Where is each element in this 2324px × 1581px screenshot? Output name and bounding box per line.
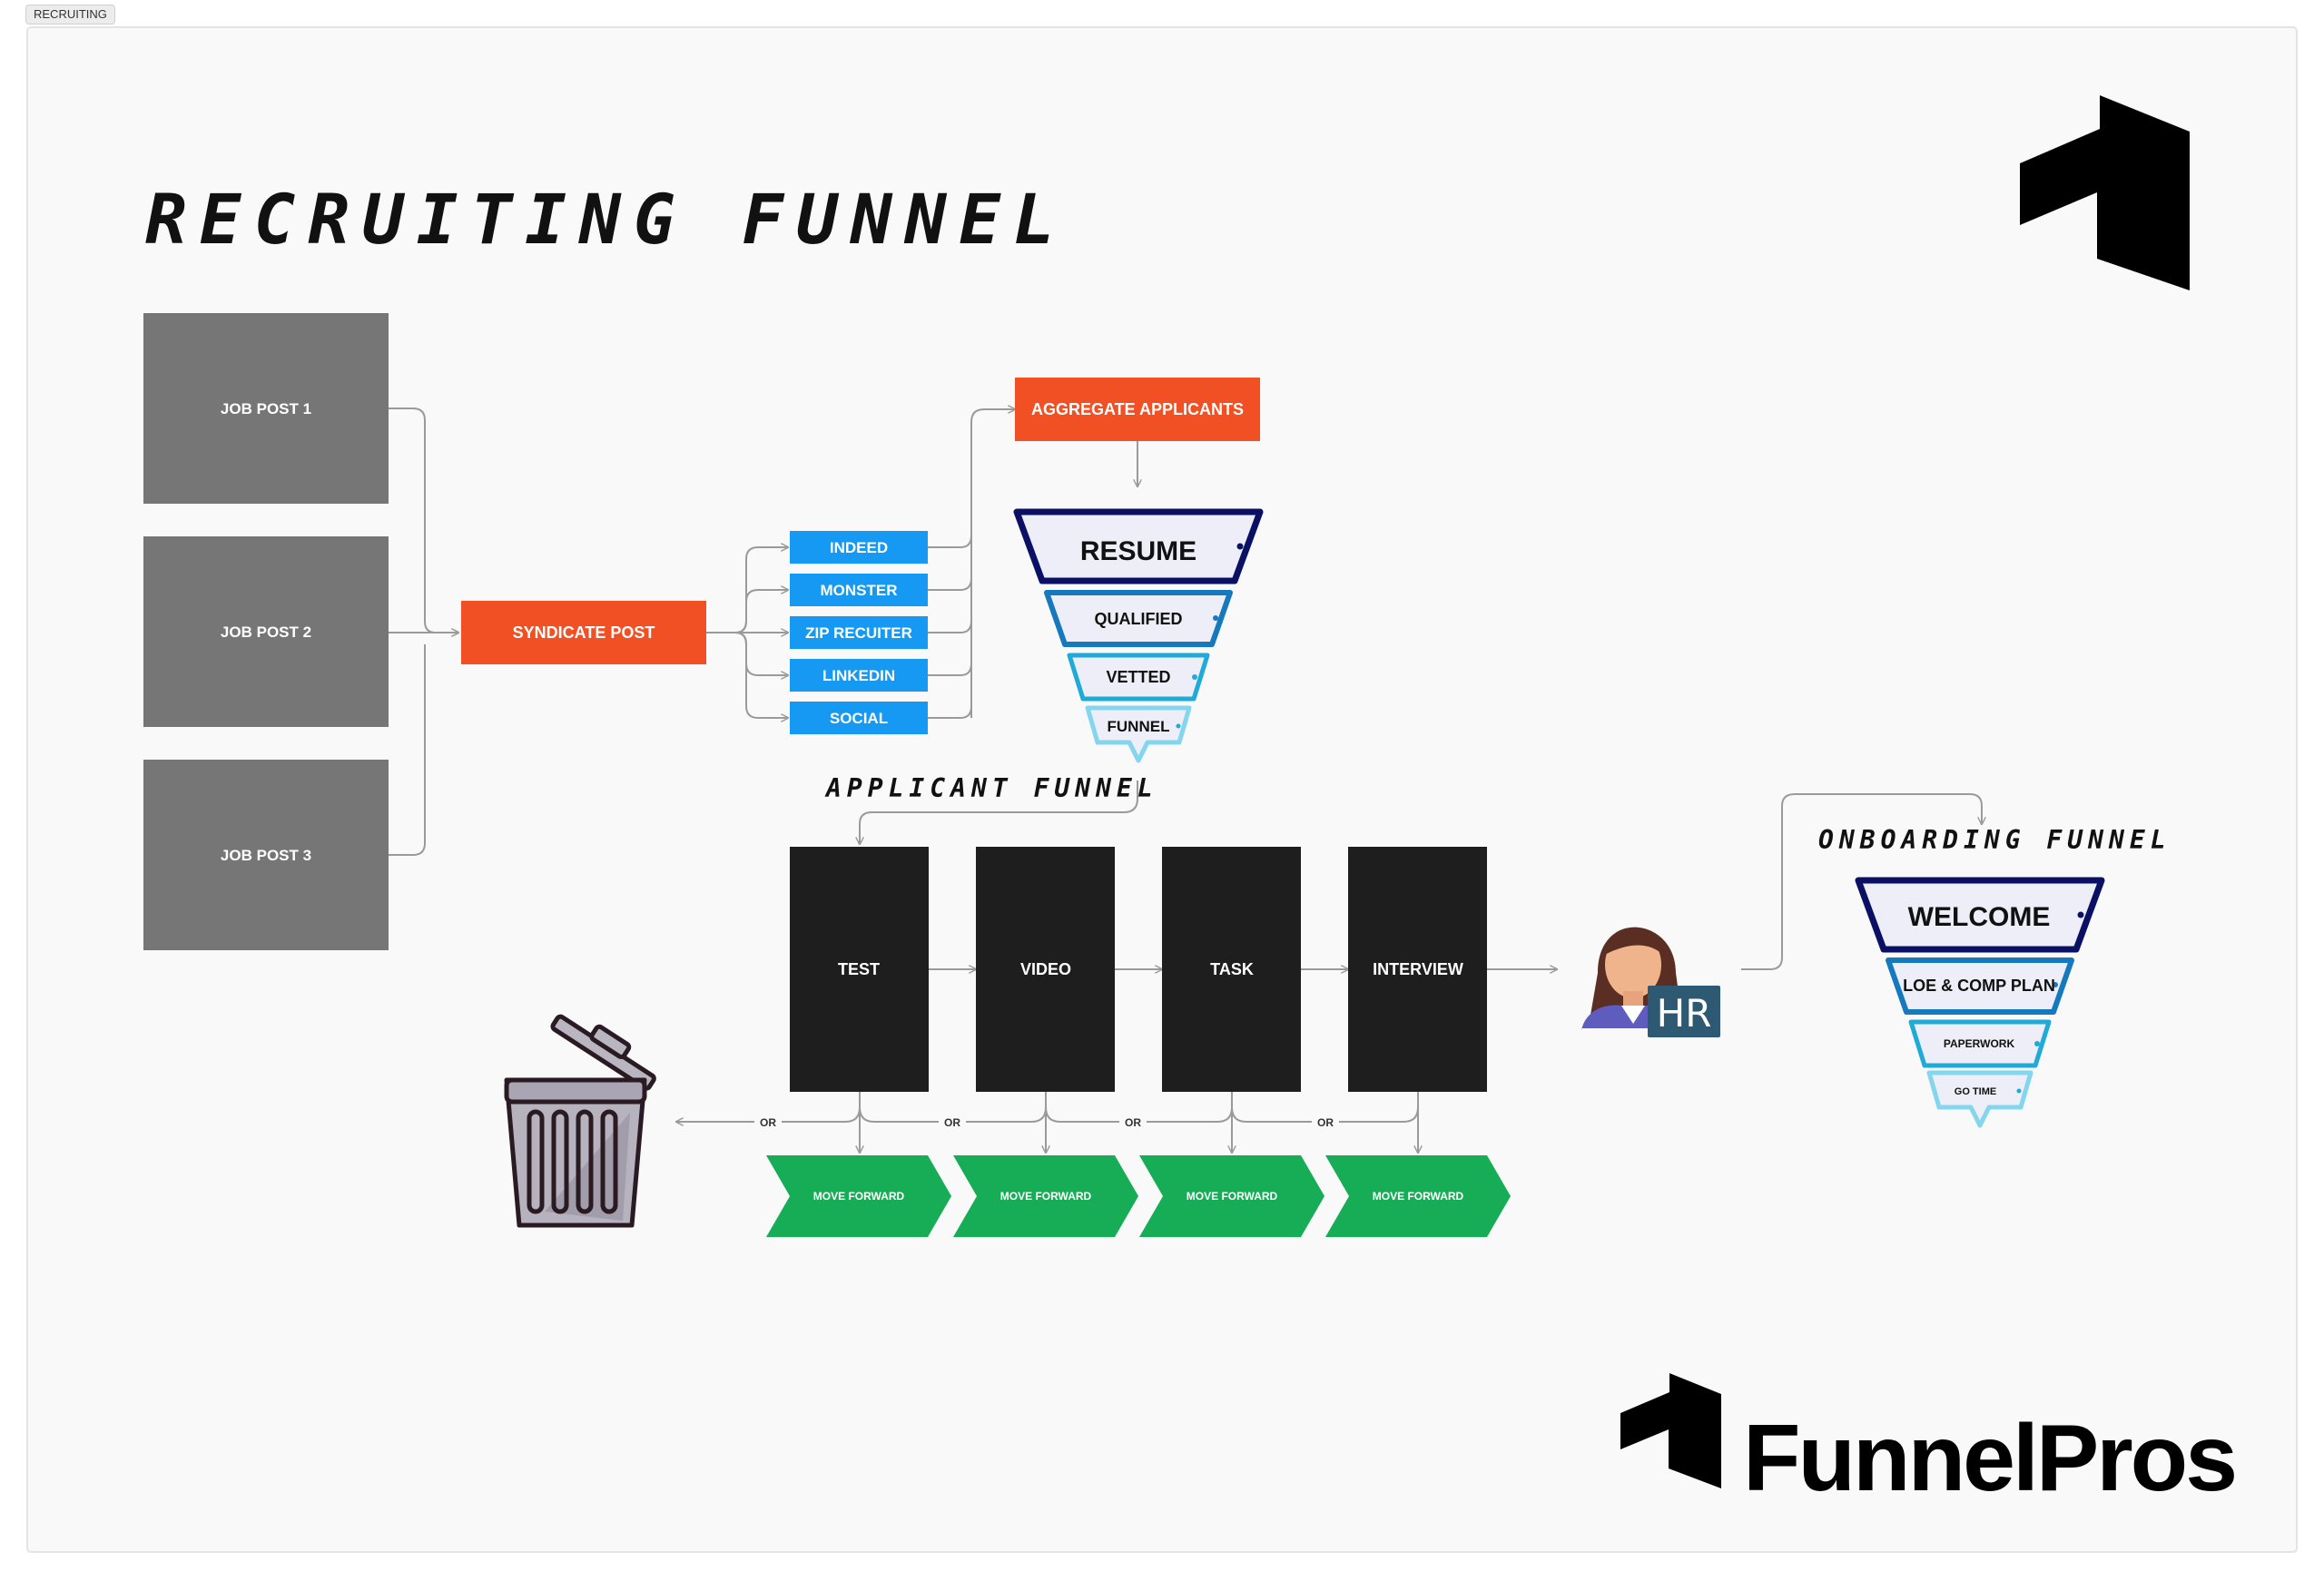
funnel-tier-label: GO TIME [1955,1086,1996,1097]
job-post-label: JOB POST 1 [221,400,311,417]
job-post-2[interactable]: JOB POST 2 [143,536,389,727]
or-label: OR [760,1116,776,1129]
onboarding-funnel-heading: ONBOARDING FUNNEL [1818,825,2171,855]
funnelpros-logo-icon [1620,1373,1721,1488]
or-label: OR [1317,1116,1334,1129]
hr-badge-label: HR [1657,991,1712,1036]
or-label: OR [944,1116,960,1129]
job-board-linkedin[interactable]: LINKEDIN [790,659,928,692]
funnel-tier-funnel[interactable]: FUNNEL [1085,705,1192,763]
funnel-tier-label: RESUME [1080,536,1196,566]
funnel-tier-qualified[interactable]: QUALIFIED [1044,590,1233,647]
move-forward-4[interactable]: MOVE FORWARD [1325,1155,1511,1237]
stage-task[interactable]: TASK [1162,847,1301,1092]
stage-interview[interactable]: INTERVIEW [1348,847,1487,1092]
stage-label: VIDEO [1020,960,1071,978]
or-label: OR [1125,1116,1141,1129]
or-labels: OR OR OR OR [754,1114,1339,1130]
job-post-label: JOB POST 3 [221,847,311,864]
logo-icon [2020,95,2190,290]
move-forward-label: MOVE FORWARD [1373,1190,1464,1203]
funnel-tier-label: WELCOME [1908,902,2051,932]
job-board-social[interactable]: SOCIAL [790,702,928,734]
brand-wordmark: FunnelPros [1743,1406,2235,1511]
job-board-indeed[interactable]: INDEED [790,531,928,564]
aggregate-applicants-node[interactable]: AGGREGATE APPLICANTS [1015,378,1260,441]
hr-badge: HR [1648,986,1720,1037]
move-forward-3[interactable]: MOVE FORWARD [1139,1155,1324,1237]
job-board-label: LINKEDIN [822,667,895,684]
stage-label: INTERVIEW [1373,960,1463,978]
job-post-3[interactable]: JOB POST 3 [143,760,389,950]
job-board-label: INDEED [830,539,888,556]
funnel-tier-label: VETTED [1106,668,1170,686]
syndicate-post-node[interactable]: SYNDICATE POST [461,601,706,664]
job-board-label: MONSTER [821,582,898,599]
funnel-tier-paperwork[interactable]: PAPERWORK [1908,1019,2052,1068]
move-forward-1[interactable]: MOVE FORWARD [766,1155,951,1237]
stage-label: TEST [838,960,880,978]
funnel-tier-go-time[interactable]: GO TIME [1926,1070,2034,1128]
funnel-tier-label: FUNNEL [1108,718,1170,735]
onboarding-funnel: WELCOME LOE & COMP PLAN PAPERWORK GO TIM… [1855,877,2105,1128]
resume-funnel: RESUME QUALIFIED VETTED FUNNEL [1013,508,1264,763]
stage-video[interactable]: VIDEO [976,847,1115,1092]
funnel-tier-loe-comp-plan[interactable]: LOE & COMP PLAN [1886,957,2074,1015]
syndicate-post-label: SYNDICATE POST [513,624,655,642]
job-board-monster[interactable]: MONSTER [790,574,928,606]
move-forward-label: MOVE FORWARD [813,1190,905,1203]
job-board-label: SOCIAL [830,710,888,727]
job-post-1[interactable]: JOB POST 1 [143,313,389,504]
job-board-label: ZIP RECUITER [805,624,912,642]
move-forward-label: MOVE FORWARD [1187,1190,1278,1203]
job-board-ziprecruiter[interactable]: ZIP RECUITER [790,616,928,649]
frame-label[interactable]: RECRUITING [25,5,115,25]
move-forward-2[interactable]: MOVE FORWARD [953,1155,1138,1237]
funnel-tier-label: QUALIFIED [1095,610,1183,628]
aggregate-applicants-label: AGGREGATE APPLICANTS [1031,400,1244,418]
page-title: RECRUITING FUNNEL [145,179,1068,260]
funnel-tier-resume[interactable]: RESUME [1013,508,1264,584]
move-forward-label: MOVE FORWARD [1000,1190,1092,1203]
funnel-tier-welcome[interactable]: WELCOME [1855,877,2105,953]
funnel-tier-label: PAPERWORK [1944,1037,2015,1050]
trash-can-icon[interactable] [504,1005,662,1228]
stage-test[interactable]: TEST [790,847,929,1092]
job-post-label: JOB POST 2 [221,624,311,641]
funnel-tier-label: LOE & COMP PLAN [1903,977,2055,995]
stage-label: TASK [1210,960,1254,978]
connectors [389,408,1982,1153]
applicant-funnel-heading: APPLICANT FUNNEL [824,773,1158,803]
funnel-tier-vetted[interactable]: VETTED [1067,653,1210,702]
